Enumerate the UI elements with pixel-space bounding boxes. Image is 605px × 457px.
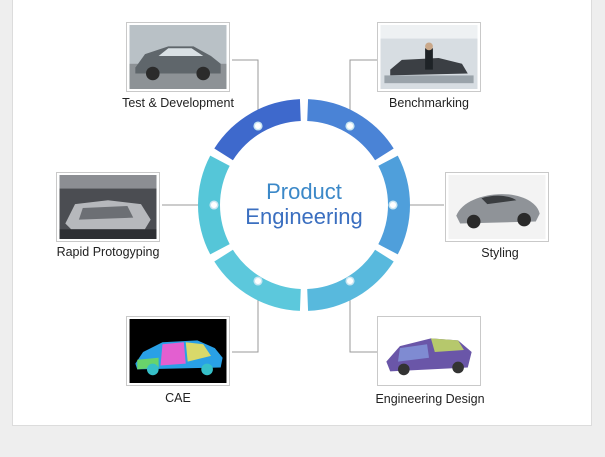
connector-cae <box>232 281 259 353</box>
cad-car-assembly-icon <box>377 316 481 386</box>
car-prototype-photo-icon <box>126 22 230 92</box>
label-test-development: Test & Development <box>122 96 234 110</box>
connector-test-development <box>232 59 259 126</box>
label-styling: Styling <box>481 246 519 260</box>
node-dot-engineering-design <box>345 276 355 286</box>
center-title-line1: Product <box>266 179 342 204</box>
concept-car-rendering-icon <box>445 172 549 242</box>
label-cae: CAE <box>165 391 191 405</box>
connector-engineering-design <box>349 281 378 353</box>
label-engineering-design: Engineering Design <box>375 392 485 406</box>
center-disc <box>231 132 377 278</box>
label-rapid-prototyping: Rapid Protogyping <box>56 245 160 259</box>
label-benchmarking: Benchmarking <box>389 96 469 110</box>
center-title-line2: Engineering <box>245 204 362 229</box>
cae-mesh-car-icon <box>126 316 230 386</box>
node-dot-styling <box>388 200 398 210</box>
connector-benchmarking <box>349 59 378 126</box>
node-dot-rapid-prototyping <box>209 200 219 210</box>
node-dot-cae <box>253 276 263 286</box>
car-teardown-lab-photo-icon <box>377 22 481 92</box>
rapid-prototype-workshop-photo-icon <box>56 172 160 242</box>
node-dot-benchmarking <box>345 121 355 131</box>
node-dot-test-development <box>253 121 263 131</box>
